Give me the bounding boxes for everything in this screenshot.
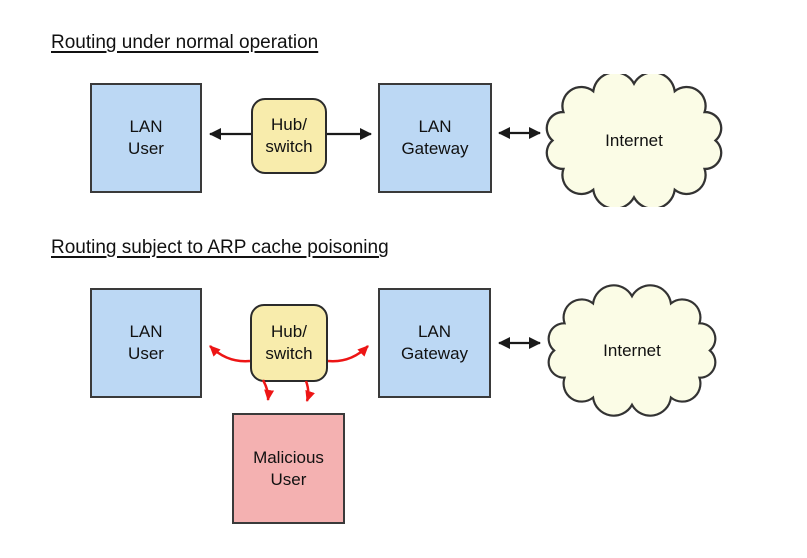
internet-label-normal: Internet (605, 130, 663, 150)
lan-gateway-box-poisoned: LAN Gateway (378, 288, 491, 398)
lan-user-box-poisoned: LAN User (90, 288, 202, 398)
red-arrow-hub-to-lanuser (209, 345, 251, 363)
red-arrow-hub-to-malicious-right (304, 380, 315, 402)
lan-gateway-box-normal: LAN Gateway (378, 83, 492, 193)
internet-cloud-normal: Internet (544, 74, 724, 207)
internet-label-poisoned: Internet (603, 340, 661, 360)
red-arrow-hub-to-malicious-left (261, 379, 275, 401)
malicious-user-box: Malicious User (232, 413, 345, 524)
red-arrow-hub-to-gateway (327, 345, 369, 363)
cloud-shape (547, 284, 717, 417)
title-normal-operation: Routing under normal operation (51, 32, 319, 53)
internet-cloud-poisoned: Internet (546, 284, 718, 417)
cloud-shape (545, 74, 723, 207)
hub-switch-box-poisoned: Hub/ switch (250, 304, 328, 382)
lan-user-box-normal: LAN User (90, 83, 202, 193)
hub-switch-box-normal: Hub/ switch (251, 98, 327, 174)
title-arp-poisoning: Routing subject to ARP cache poisoning (51, 237, 389, 258)
